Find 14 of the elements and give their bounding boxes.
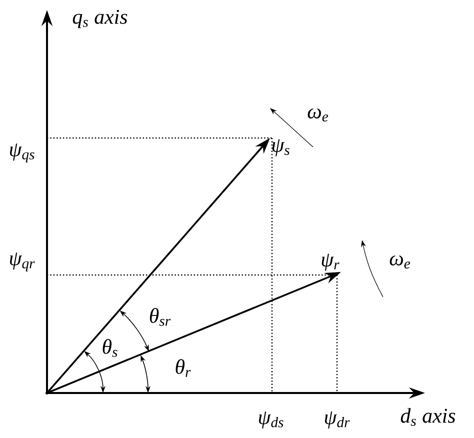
speed-label: ω$_{e}$ — [308, 108, 328, 122]
angle-label: θ$_{s}$ — [102, 339, 118, 357]
origin-point — [46, 391, 48, 394]
speed-label: ω$_{e}$ — [390, 255, 410, 268]
component-label: ψ$_{dr}$ — [325, 411, 350, 428]
component-label: ψ$_{qs}$ — [10, 144, 34, 162]
angle-label: θ$_{r}$ — [176, 359, 191, 377]
component-label: ψ$_{ds}$ — [259, 411, 284, 428]
component-label: ψ$_{qr}$ — [10, 252, 35, 272]
axis-label: d$_{s}$ axis — [400, 408, 456, 426]
axis-label: q$_{s}$ axis — [72, 10, 128, 28]
vector-label: ψ$_{s}$ — [272, 139, 290, 156]
vector-label: ψ$_{r}$ — [322, 254, 340, 271]
angle-label: θ$_{sr}$ — [150, 308, 171, 326]
